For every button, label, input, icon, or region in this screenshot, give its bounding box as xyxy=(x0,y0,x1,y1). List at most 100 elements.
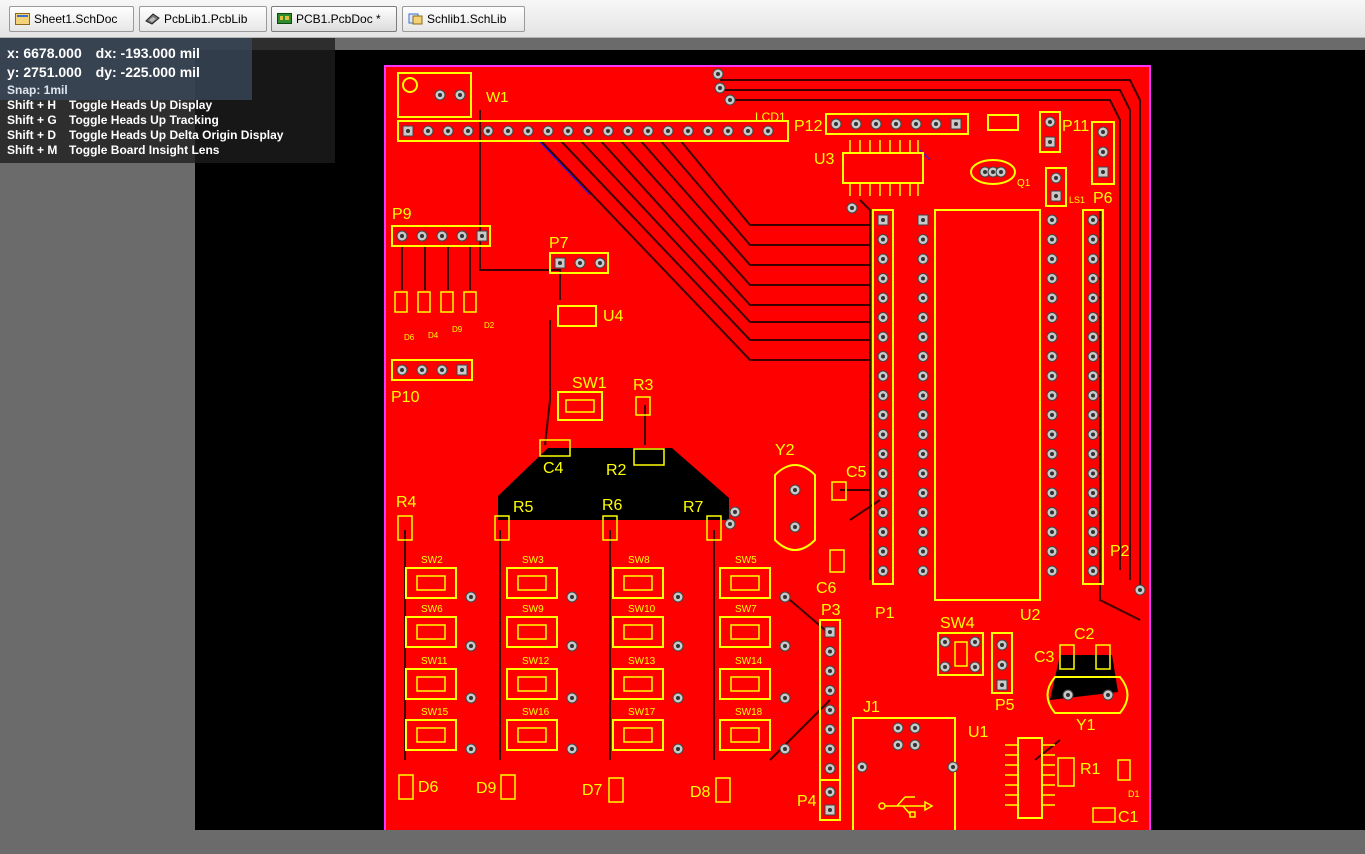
pad-hole xyxy=(400,368,404,372)
designator-p5: P5 xyxy=(995,697,1015,714)
shortcut-action: Toggle Heads Up Tracking xyxy=(69,113,219,127)
small-diodes xyxy=(394,291,477,313)
r2-outline xyxy=(633,448,665,466)
pcb-doc-icon xyxy=(277,13,292,24)
lcd1-header-outline xyxy=(397,120,789,142)
pad-hole xyxy=(480,234,484,238)
pad-hole xyxy=(1101,170,1105,174)
designator-q1: Q1 xyxy=(1017,178,1031,189)
ls1-outline xyxy=(1045,167,1067,207)
tab-label: Sheet1.SchDoc xyxy=(34,12,118,26)
pad-hole xyxy=(566,129,570,133)
switch-outline xyxy=(719,719,771,751)
pad-hole xyxy=(1050,530,1054,534)
designator-c3: C3 xyxy=(1034,649,1055,666)
pad-hole xyxy=(1101,130,1105,134)
label-d2-small: D2 xyxy=(484,321,495,330)
switch-actuator xyxy=(517,575,547,591)
designator-d8: D8 xyxy=(690,784,711,801)
pad-hole xyxy=(828,669,832,673)
pad-hole xyxy=(896,726,900,730)
switch-label: SW3 xyxy=(522,555,544,566)
switch-label: SW9 xyxy=(522,604,544,615)
designator-r2: R2 xyxy=(606,462,627,479)
pad-hole xyxy=(881,276,885,281)
designator-d7: D7 xyxy=(582,782,603,799)
pcb-canvas[interactable]: W1 LCD1 P12 U3 P11 Q1 LS1 P6 P1 U2 P2 P9… xyxy=(195,50,1365,830)
sw1-actuator xyxy=(565,399,595,413)
pad-hole xyxy=(828,630,832,634)
tab-pcblib1-pcblib[interactable]: PcbLib1.PcbLib xyxy=(139,6,267,32)
switch-actuator xyxy=(623,575,653,591)
pad-hole xyxy=(1091,471,1095,476)
r4-r7-outlines xyxy=(397,515,722,541)
pcb-board-copper xyxy=(385,66,1150,830)
u1-pins xyxy=(1005,744,1055,806)
pad-hole xyxy=(921,569,925,573)
pad-hole xyxy=(458,93,462,97)
pad-hole xyxy=(438,93,442,97)
p1-outline xyxy=(872,209,894,585)
p6-outline xyxy=(1091,121,1115,185)
pad-hole xyxy=(1050,354,1054,359)
d1-outline xyxy=(1117,759,1131,781)
switch-actuator xyxy=(416,624,446,640)
designator-p4: P4 xyxy=(797,793,817,810)
x-label: x: xyxy=(7,45,20,61)
pad-hole xyxy=(783,644,787,648)
c2-outline xyxy=(1095,644,1111,670)
pcb-board-view[interactable]: W1 LCD1 P12 U3 P11 Q1 LS1 P6 P1 U2 P2 P9… xyxy=(195,50,1365,830)
designator-d1: D1 xyxy=(1128,789,1140,799)
pad-hole xyxy=(881,315,885,320)
pad-hole xyxy=(828,747,832,751)
switch-outline xyxy=(506,668,558,700)
pad-hole xyxy=(1050,491,1054,495)
copper-traces xyxy=(401,79,1141,761)
pad-hole xyxy=(526,129,530,133)
pad-hole xyxy=(881,452,885,456)
p4-outline xyxy=(819,779,841,821)
pad-hole xyxy=(1050,296,1054,300)
shortcut-key: Shift + G xyxy=(7,113,57,127)
dx-label: dx: xyxy=(95,45,117,61)
pad-hole xyxy=(1054,176,1058,180)
pad-hole xyxy=(718,86,722,90)
pad-hole xyxy=(828,649,832,654)
pad-hole xyxy=(486,129,490,133)
pad-hole xyxy=(1050,569,1054,573)
hud-shortcut: Shift + G Toggle Heads Up Tracking xyxy=(7,113,219,127)
pad-hole xyxy=(1000,643,1004,647)
w1-outline xyxy=(397,72,472,118)
designator-d9: D9 xyxy=(476,780,497,797)
pad-hole xyxy=(881,335,885,339)
dx-value: -193.000 mil xyxy=(120,45,200,61)
pad-hole xyxy=(881,237,885,242)
tab-schlib1-schlib[interactable]: Schlib1.SchLib xyxy=(402,6,525,32)
pad-hole xyxy=(570,696,574,700)
designator-sw1: SW1 xyxy=(572,375,607,392)
ground-pour-region xyxy=(498,448,729,520)
pad-hole xyxy=(440,368,444,372)
y-label: y: xyxy=(7,64,20,80)
heads-up-display: x: 6678.000 dx: -193.000 mil y: 2751.000… xyxy=(0,38,335,163)
switch-outline xyxy=(612,668,664,700)
pad-hole xyxy=(1054,194,1058,198)
label-d6-small: D6 xyxy=(404,333,415,342)
pad-hole xyxy=(881,491,885,495)
c3-outline xyxy=(1059,644,1075,670)
tab-pcb1-pcbdoc[interactable]: PCB1.PcbDoc * xyxy=(271,6,397,32)
pad-hole xyxy=(874,122,878,126)
pad-hole xyxy=(921,354,925,359)
pad-hole xyxy=(733,510,737,514)
pad-hole xyxy=(828,790,832,794)
pad-hole xyxy=(440,234,444,238)
pad-hole xyxy=(921,530,925,534)
tab-sheet1-schdoc[interactable]: Sheet1.SchDoc xyxy=(9,6,134,32)
pad-hole xyxy=(943,665,947,669)
pcb-library-icon xyxy=(145,13,160,25)
pad-hole xyxy=(983,170,987,174)
pad-hole xyxy=(1050,315,1054,320)
pad-hole xyxy=(896,743,900,747)
pad-hole xyxy=(466,129,470,133)
